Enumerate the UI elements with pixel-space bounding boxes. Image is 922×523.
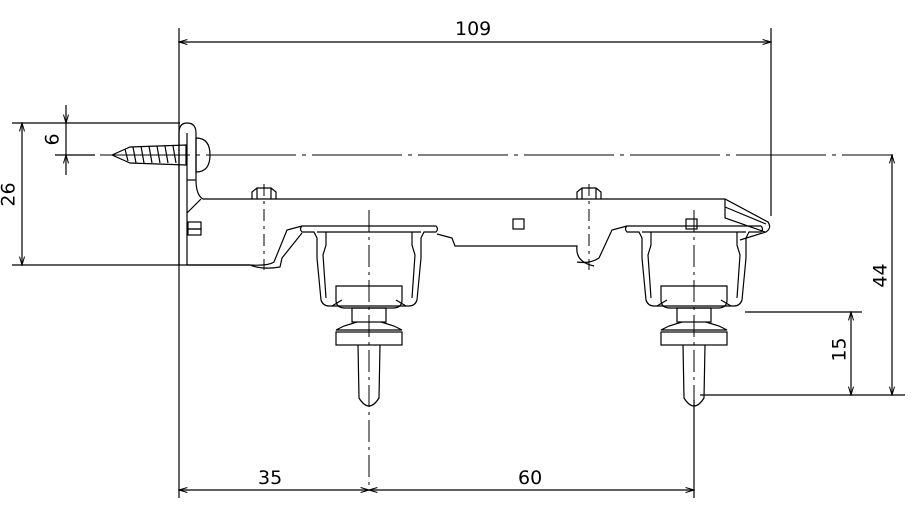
dimension-15 (745, 312, 862, 395)
label-15: 15 (828, 337, 851, 362)
label-6: 6 (41, 133, 64, 146)
label-109: 109 (455, 18, 492, 40)
dimension-44 (700, 155, 905, 395)
label-60: 60 (518, 467, 543, 489)
dimension-35-60 (179, 400, 694, 498)
bracket (178, 122, 771, 270)
label-35: 35 (258, 467, 283, 489)
label-44: 44 (869, 263, 892, 288)
label-26: 26 (0, 182, 20, 207)
rail-runner-left (299, 209, 439, 491)
rail-runner-right (624, 209, 764, 491)
wood-screw (110, 137, 211, 173)
dimension-109 (179, 28, 771, 498)
dimension-6 (55, 105, 95, 175)
